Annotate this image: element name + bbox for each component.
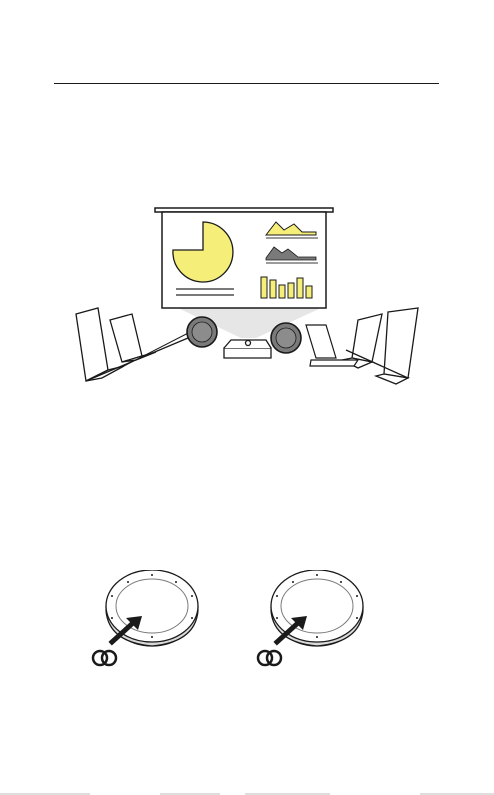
conference-room-illustration [66,200,436,400]
laptop-icon [306,325,358,366]
link-icon [93,651,116,665]
speaker-pairing-illustration [255,570,365,670]
header-rule [54,83,439,84]
projector-icon [224,340,271,358]
speaker-pairing-illustration [90,570,200,670]
speakerphone-icon [187,317,217,347]
crop-marks [0,790,494,795]
speakerphone-icon [271,323,301,353]
link-icon [258,651,281,665]
